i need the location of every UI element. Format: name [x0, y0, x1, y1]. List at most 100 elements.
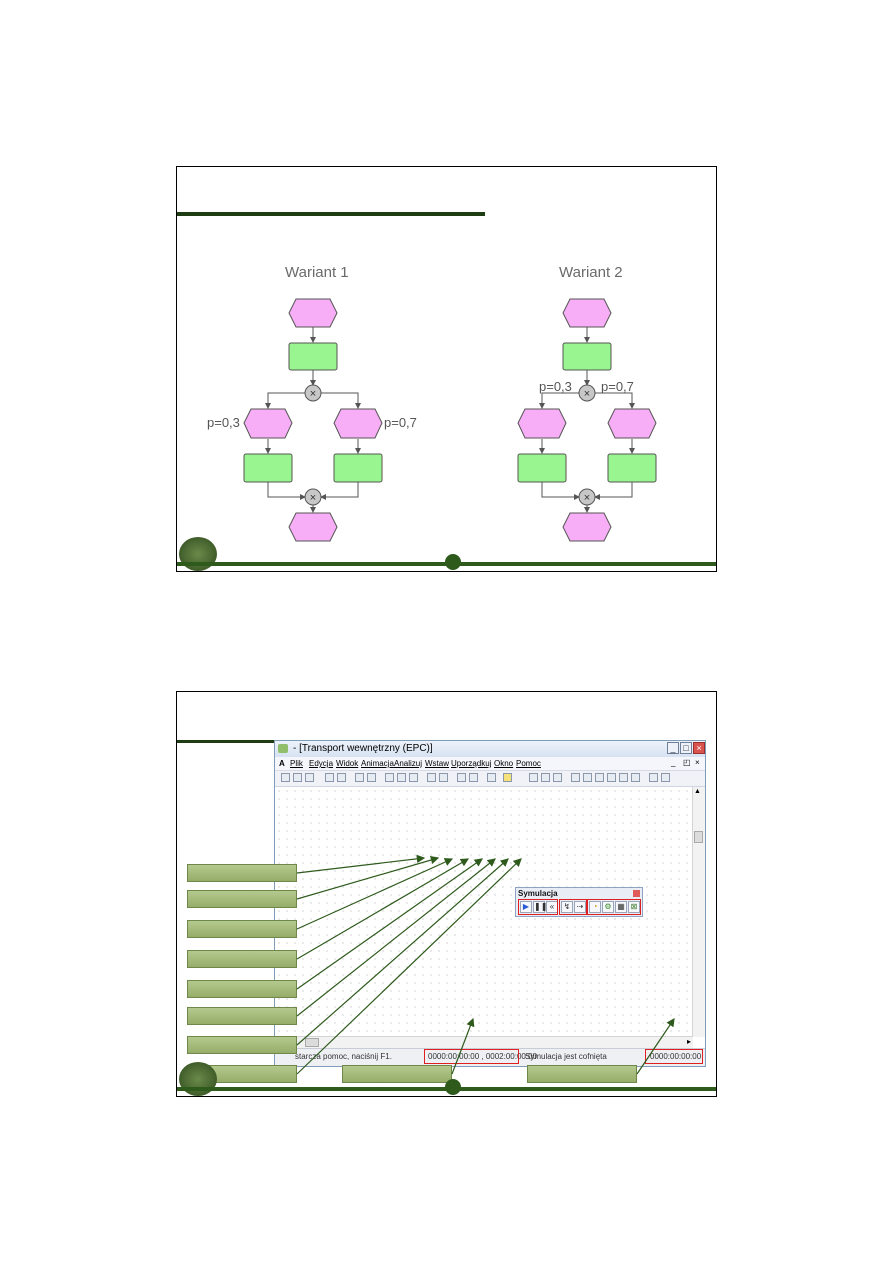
- lightbulb-icon[interactable]: [503, 773, 512, 782]
- menu-widok[interactable]: Widok: [336, 759, 359, 768]
- variant-1-title: Wariant 1: [285, 264, 349, 281]
- cut-icon[interactable]: [385, 773, 394, 782]
- window-title: - [Transport wewnętrzny (EPC)]: [293, 743, 433, 754]
- status-bar: starcza pomoc, naciśnij F1. 0000:00:00:0…: [275, 1048, 705, 1066]
- scroll-thumb[interactable]: [305, 1038, 319, 1047]
- callout-arrow: [296, 858, 496, 1017]
- new-file-icon[interactable]: [281, 773, 290, 782]
- find-icon[interactable]: [337, 773, 346, 782]
- minimize-icon[interactable]: _: [667, 742, 679, 754]
- playback-highlight: [518, 899, 558, 915]
- save-icon[interactable]: [305, 773, 314, 782]
- toolbar: [275, 771, 705, 787]
- document-icon: A: [279, 759, 285, 768]
- align-center-icon[interactable]: [541, 773, 550, 782]
- callout-arrows: [296, 854, 675, 1075]
- search-icon[interactable]: [487, 773, 496, 782]
- scroll-thumb[interactable]: [694, 831, 703, 843]
- footer-circle: [445, 554, 461, 570]
- callout-label: [187, 1036, 297, 1054]
- font-size-icon[interactable]: [661, 773, 670, 782]
- shape-dot-icon[interactable]: [619, 773, 628, 782]
- connector: [541, 482, 580, 500]
- connector: [265, 392, 313, 409]
- callout-arrow: [296, 858, 454, 930]
- event-start-2: [562, 298, 612, 328]
- event-left-2: [517, 408, 567, 439]
- menu-uporzadkuj[interactable]: Uporządkuj: [451, 759, 492, 768]
- callout-arrow: [296, 858, 470, 960]
- align-icon[interactable]: [529, 773, 538, 782]
- settings-icon[interactable]: ⚙: [602, 901, 614, 913]
- scroll-right-icon[interactable]: ▸: [686, 1037, 691, 1046]
- mdi-minimize-icon[interactable]: _: [671, 758, 676, 767]
- menu-animacja[interactable]: Animacja: [361, 759, 394, 768]
- menu-wstaw[interactable]: Wstaw: [425, 759, 449, 768]
- callout-label: [527, 1065, 637, 1083]
- menu-edycja[interactable]: Edycja: [309, 759, 334, 768]
- shape-rect-icon[interactable]: [571, 773, 580, 782]
- menu-pomoc[interactable]: Pomoc: [516, 759, 541, 768]
- step-icon[interactable]: ↯: [561, 901, 573, 913]
- redo-icon[interactable]: [439, 773, 448, 782]
- panel-close-icon[interactable]: [633, 890, 640, 897]
- edit-icon[interactable]: [469, 773, 478, 782]
- time-range-highlight: [424, 1049, 519, 1064]
- font-icon[interactable]: [649, 773, 658, 782]
- callout-arrow: [451, 1017, 475, 1075]
- table-icon[interactable]: ▦: [615, 901, 627, 913]
- mdi-restore-icon[interactable]: ◰: [683, 758, 691, 767]
- function-2: [562, 342, 612, 371]
- callout-arrow: [296, 854, 426, 874]
- slide-simulation-ui: - [Transport wewnętrzny (EPC)] _ □ × A P…: [176, 691, 717, 1097]
- menu-analizuj[interactable]: Analizuj: [394, 759, 423, 768]
- xor-symbol: ×: [310, 492, 316, 504]
- connector: [267, 482, 306, 500]
- open-folder-icon[interactable]: [293, 773, 302, 782]
- app-window: - [Transport wewnętrzny (EPC)] _ □ × A P…: [274, 740, 706, 1067]
- close-simulation-icon[interactable]: ⊠: [628, 901, 640, 913]
- event-end-1: [288, 512, 338, 542]
- maximize-icon[interactable]: □: [680, 742, 692, 754]
- function-left-2: [517, 453, 567, 483]
- footer-circle: [445, 1079, 461, 1095]
- title-underline: [177, 740, 274, 743]
- xor-symbol: ×: [584, 388, 590, 400]
- shape-event-icon[interactable]: [583, 773, 592, 782]
- simulation-panel: Symulacja ▶ ❚❚ « ↯ ⇢ ◔ ⚙ ▦ ⊠: [515, 887, 643, 917]
- callout-arrow: [296, 858, 522, 1075]
- align-right-icon[interactable]: [553, 773, 562, 782]
- menu-plik[interactable]: Plik: [290, 759, 303, 768]
- shape-home-icon[interactable]: [607, 773, 616, 782]
- model-icon[interactable]: [325, 773, 334, 782]
- status-current-time: 0000:00:00:00: [650, 1052, 702, 1061]
- connector: [594, 482, 633, 500]
- print-preview-icon[interactable]: [367, 773, 376, 782]
- print-icon[interactable]: [355, 773, 364, 782]
- menu-okno[interactable]: Okno: [494, 759, 514, 768]
- event-end-2: [562, 512, 612, 542]
- xor-symbol: ×: [310, 388, 316, 400]
- play-icon[interactable]: ▶: [520, 901, 532, 913]
- paste-icon[interactable]: [409, 773, 418, 782]
- undo-icon[interactable]: [427, 773, 436, 782]
- shape-line-icon[interactable]: [631, 773, 640, 782]
- callout-label: [342, 1065, 452, 1083]
- shape-arrow-icon[interactable]: [595, 773, 604, 782]
- function-right-2: [607, 453, 657, 483]
- pause-icon[interactable]: ❚❚: [533, 901, 548, 913]
- function-left-1: [243, 453, 293, 483]
- callout-label: [187, 1007, 297, 1025]
- vertical-scrollbar[interactable]: ▲: [692, 787, 705, 1037]
- properties-icon[interactable]: [457, 773, 466, 782]
- epc-diagram: × × × ×: [243, 298, 657, 542]
- scroll-up-icon[interactable]: ▲: [694, 788, 701, 795]
- timer-icon[interactable]: ◔: [589, 901, 601, 913]
- title-underline: [177, 212, 485, 216]
- simulation-panel-title: Symulacja: [518, 889, 558, 898]
- function-1: [288, 342, 338, 371]
- mdi-close-icon[interactable]: ×: [695, 758, 700, 767]
- close-icon[interactable]: ×: [693, 742, 705, 754]
- copy-icon[interactable]: [397, 773, 406, 782]
- step-over-icon[interactable]: ⇢: [574, 901, 586, 913]
